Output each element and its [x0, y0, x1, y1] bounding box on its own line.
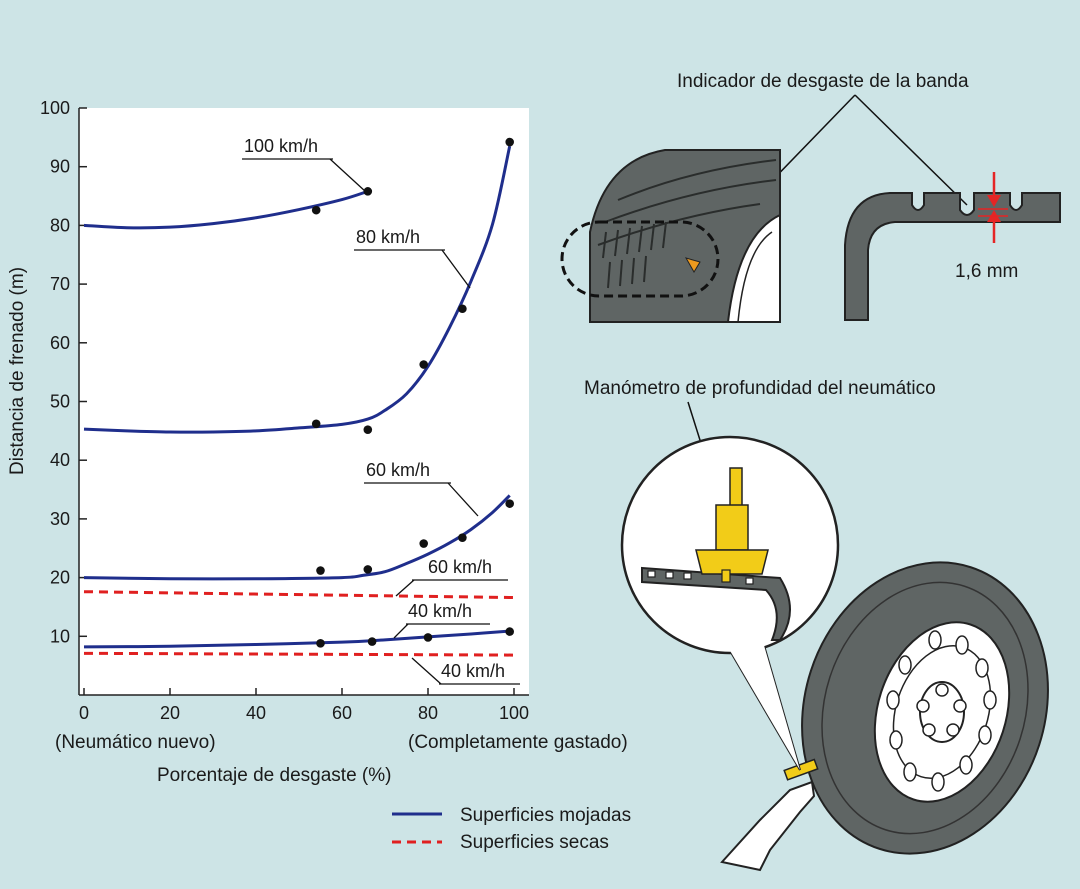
dry-curve [83, 651, 515, 657]
wear-indicator-marker [684, 257, 701, 273]
tread-cross-section: 1,6 mm [844, 172, 1061, 321]
tread-profile [844, 192, 1061, 321]
plot-area [79, 108, 529, 695]
y-tick-label: 20 [50, 568, 70, 588]
y-tick-label: 70 [50, 274, 70, 294]
data-point [505, 627, 514, 636]
data-point [316, 639, 325, 648]
data-point [458, 304, 467, 314]
series-label: 40 km/h [441, 661, 505, 681]
dry-curve [83, 590, 515, 600]
x-tick-label: 20 [160, 703, 180, 723]
tread-groove [604, 179, 777, 223]
series-label-leader [395, 579, 415, 597]
series-label: 100 km/h [244, 136, 318, 156]
data-point [505, 499, 514, 508]
gauge-foot [695, 549, 769, 575]
data-point [311, 205, 321, 215]
braking-chart: 10 20 30 40 50 60 70 80 90 100 0 20 40 60 80 100 100 km… [7, 98, 631, 853]
data-point [363, 565, 373, 574]
wet-curve [83, 629, 510, 649]
series-label-leader [447, 482, 479, 517]
data-point [363, 425, 373, 434]
y-tick-label: 50 [50, 392, 70, 412]
y-tick-label: 60 [50, 333, 70, 353]
lug-nuts [916, 683, 967, 737]
x-axis-title: Porcentaje de desgaste (%) [157, 765, 391, 786]
tick-group: 10 20 30 40 50 60 70 80 90 100 0 20 40 60 80 100 [40, 98, 529, 723]
wet-curve [83, 189, 369, 230]
data-point [423, 633, 433, 642]
gauge-plunger [729, 467, 743, 509]
gauge-probe [721, 569, 731, 583]
series-group [83, 137, 515, 657]
x-tick-label: 60 [332, 703, 352, 723]
series-label: 60 km/h [366, 460, 430, 480]
data-point [419, 360, 429, 369]
depth-gauge-illustration: Manómetro de profundidad del neumático [584, 378, 1049, 872]
data-point [316, 566, 325, 575]
tread-indicator-illustration: Indicador de desgaste de la banda [560, 71, 1061, 323]
x-tick-label: 40 [246, 703, 266, 723]
tire-tread-closeup [560, 149, 781, 323]
leader-line [854, 94, 968, 206]
series-label: 40 km/h [408, 601, 472, 621]
wet-curve [83, 145, 512, 434]
gauge-label: Manómetro de profundidad del neumático [584, 378, 936, 399]
legend-dry-label: Superficies secas [460, 832, 609, 853]
y-tick-label: 30 [50, 509, 70, 529]
legend: Superficies mojadas Superficies secas [392, 805, 631, 853]
series-label-leader [441, 249, 471, 289]
tread-section [641, 566, 791, 641]
x-start-note: (Neumático nuevo) [55, 732, 216, 753]
tread-indicator-label: Indicador de desgaste de la banda [677, 71, 969, 92]
callout-pointer-fill [712, 590, 800, 770]
series-label-leader [393, 623, 409, 639]
data-point [419, 539, 429, 548]
data-point [367, 637, 377, 646]
x-tick-label: 0 [79, 703, 89, 723]
y-tick-label: 90 [50, 157, 70, 177]
wheel [801, 561, 1049, 855]
rim-line [737, 231, 773, 323]
series-label: 60 km/h [428, 557, 492, 577]
data-point [311, 419, 321, 429]
y-tick-label: 10 [50, 626, 70, 646]
x-tick-label: 100 [499, 703, 529, 723]
series-label-group: 100 km/h 80 km/h 60 km/h 60 km/h 40 km/h 40 k… [242, 136, 520, 685]
x-tick-label: 80 [418, 703, 438, 723]
rim-vent-holes [886, 630, 997, 792]
series-label-leader [329, 158, 367, 193]
tread-groove [617, 159, 777, 201]
tread-sipes [602, 221, 667, 289]
indicator-highlight-ellipse [560, 220, 720, 298]
gauge-barrel [715, 504, 749, 551]
series-label: 80 km/h [356, 227, 420, 247]
y-axis-title: Distancia de frenado (m) [7, 267, 28, 475]
y-tick-label: 40 [50, 450, 70, 470]
series-label-leader [411, 657, 442, 685]
hand [720, 758, 819, 872]
gauge-closeup [641, 467, 791, 641]
x-end-note: (Completamente gastado) [408, 732, 628, 753]
legend-wet-label: Superficies mojadas [460, 805, 631, 826]
depth-arrowhead-top [987, 195, 1001, 207]
hand-shape [720, 780, 816, 872]
tire-tread-ring [821, 581, 1029, 835]
data-point [363, 187, 373, 196]
depth-value: 1,6 mm [955, 261, 1018, 282]
y-tick-label: 80 [50, 215, 70, 235]
data-point [505, 137, 514, 147]
wet-curve [83, 494, 511, 581]
tread-blocks [647, 570, 754, 585]
y-tick-label: 100 [40, 98, 70, 118]
data-point [458, 533, 467, 542]
